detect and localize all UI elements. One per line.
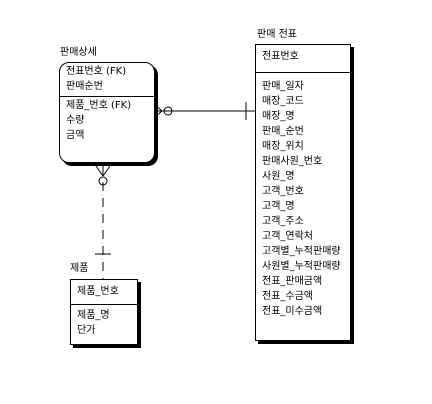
detail-optional-circle-vertical	[98, 176, 108, 186]
sales-slip-attr: 고객_연락처	[262, 231, 313, 242]
sales-detail-attr-section: 제품_번호 (FK) 수량 금액	[60, 97, 154, 145]
sales-slip-attr: 매장_코드	[262, 96, 304, 107]
sales-slip-key-attr: 전표번호	[262, 51, 299, 62]
sales-slip-attr: 매장_명	[262, 111, 295, 122]
sales-slip-attr: 사원별_누적판매량	[262, 261, 341, 272]
sales-slip-attr: 판매_순번	[262, 126, 304, 137]
sales-slip-key-section: 전표번호	[256, 45, 350, 73]
sales-slip-attr-section: 판매_일자 매장_코드 매장_명 판매_순번 매장_위치 판매사원_번호 사원_…	[256, 73, 350, 321]
product-attr: 제품_명	[77, 310, 110, 321]
product-key-attr: 제품_번호	[77, 286, 119, 297]
detail-crowfoot-left	[95, 165, 104, 177]
sales-slip-attr: 고객별_누적판매량	[262, 246, 341, 257]
sales-slip-attr: 판매_일자	[262, 81, 304, 92]
sales-detail-key-attr: 전표번호 (FK)	[66, 66, 127, 77]
sales-slip-entity-title: 판매 전표	[257, 29, 297, 40]
detail-optional-circle	[163, 106, 173, 116]
sales-slip-attr: 전표_판매금액	[262, 276, 323, 287]
sales-slip-entity[interactable]: 전표번호 판매_일자 매장_코드 매장_명 판매_순번 매장_위치 판매사원_번…	[255, 44, 351, 341]
sales-detail-attr: 제품_번호 (FK)	[66, 100, 132, 111]
sales-detail-attr: 수량	[66, 115, 85, 126]
product-entity[interactable]: 제품_번호 제품_명 단가	[70, 279, 138, 345]
sales-slip-attr: 전표_미수금액	[262, 306, 323, 317]
detail-crowfoot-upper	[153, 103, 163, 112]
sales-detail-entity-title: 판매상세	[60, 47, 97, 58]
sales-slip-attr: 사원_명	[262, 171, 295, 182]
sales-detail-key-attr: 판매순번	[66, 81, 103, 92]
sales-detail-entity[interactable]: 전표번호 (FK) 판매순번 제품_번호 (FK) 수량 금액	[59, 62, 155, 163]
sales-slip-attr: 판매사원_번호	[262, 156, 323, 167]
product-attr-section: 제품_명 단가	[71, 305, 137, 340]
product-entity-title: 제품	[70, 263, 89, 274]
sales-slip-attr: 전표_수금액	[262, 291, 313, 302]
sales-slip-attr: 고객_명	[262, 201, 295, 212]
sales-detail-key-section: 전표번호 (FK) 판매순번	[60, 63, 154, 97]
sales-slip-attr: 매장_위치	[262, 141, 304, 152]
product-attr: 단가	[77, 325, 96, 336]
sales-slip-attr: 고객_주소	[262, 216, 304, 227]
sales-slip-attr: 고객_번호	[262, 186, 304, 197]
detail-crowfoot-lower	[153, 110, 163, 119]
sales-detail-attr: 금액	[66, 130, 85, 141]
detail-crowfoot-right	[102, 165, 111, 177]
product-key-section: 제품_번호	[71, 280, 137, 305]
